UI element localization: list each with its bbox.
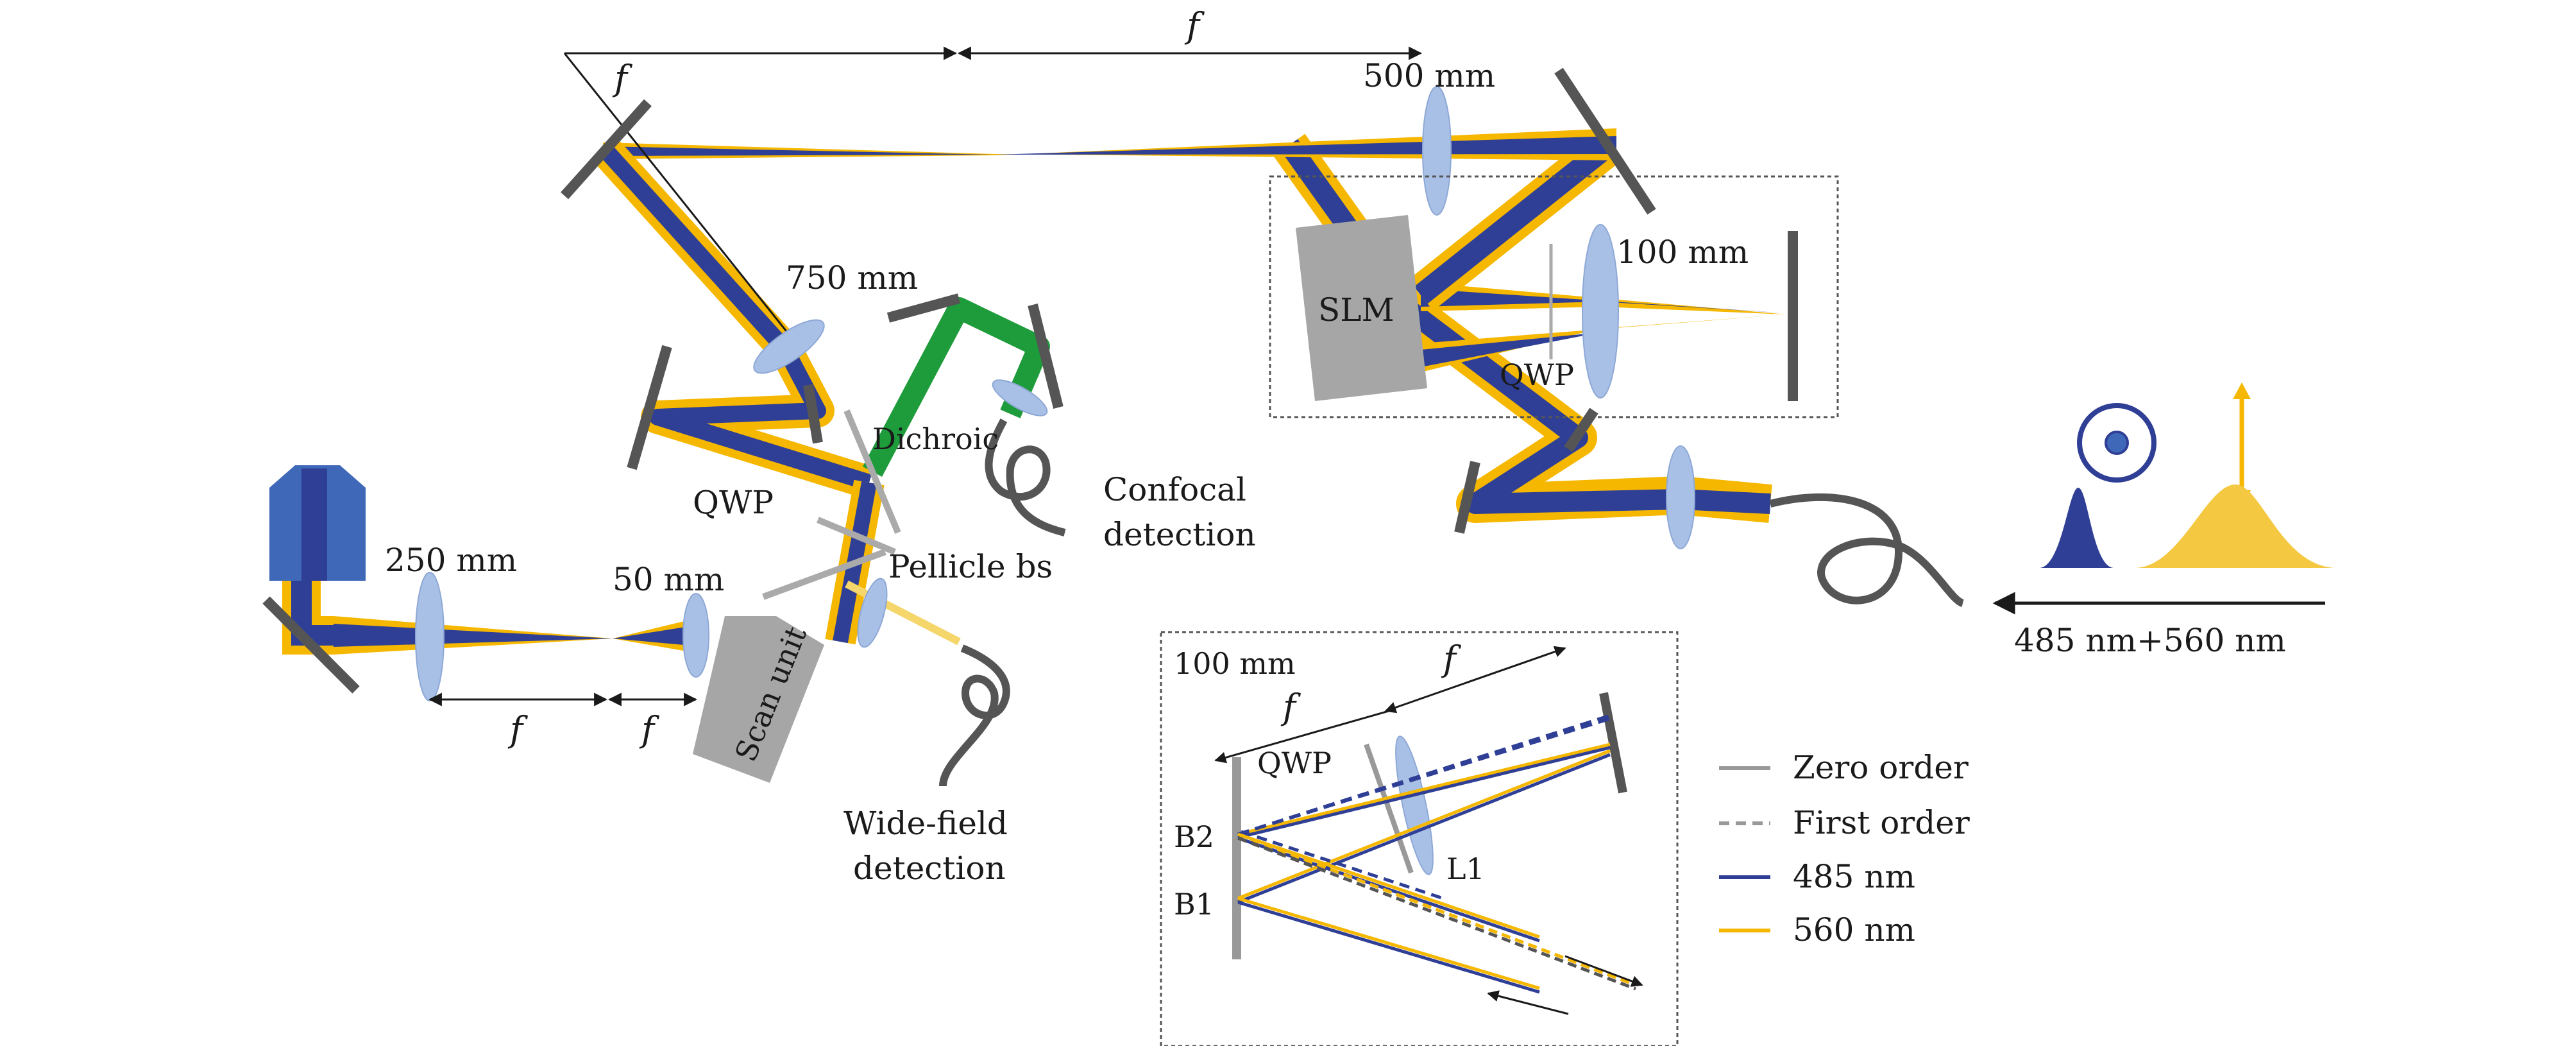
mirror-top-left xyxy=(561,99,652,200)
inset-f-1: f xyxy=(1280,687,1301,727)
inset-b1-label: B1 xyxy=(1174,887,1214,922)
source-wavelength-label: 485 nm+560 nm xyxy=(2014,622,2286,659)
slm-enclosure xyxy=(1269,175,1839,418)
focal-top-label: f xyxy=(1184,5,1205,46)
legend-485-label: 485 nm xyxy=(1793,858,1915,895)
qwp-main-label: QWP xyxy=(693,484,774,521)
inset-qwp-element xyxy=(1364,743,1414,874)
legend-zero-order-label: Zero order xyxy=(1793,749,1969,786)
lens-500mm xyxy=(1422,86,1452,216)
mirror-slm-fold xyxy=(1564,407,1598,452)
inset-qwp-label: QWP xyxy=(1257,746,1332,780)
inset-f-2: f xyxy=(1441,639,1461,679)
fiber-widefield xyxy=(939,644,1010,787)
scan-unit: Scan unit xyxy=(693,616,824,783)
lens-input xyxy=(1666,445,1695,549)
lens-250mm xyxy=(415,572,445,701)
beamsplitters xyxy=(762,244,1553,600)
lens-100mm-label: 100 mm xyxy=(1616,234,1749,271)
widefield-label-line1: Wide-field xyxy=(843,805,1008,842)
inset-b2-label: B2 xyxy=(1174,819,1214,854)
beam-widefield xyxy=(845,580,961,646)
focal-dimensions-bottom: f f xyxy=(428,692,698,750)
mirror-source-fold xyxy=(1454,461,1480,534)
slm-block xyxy=(1296,215,1427,401)
component-labels: 750 mm Dichroic QWP Pellicle bs Confocal… xyxy=(385,259,1256,887)
legend-560-label: 560 nm xyxy=(1793,911,1915,948)
mirror-confocal-1 xyxy=(886,293,961,323)
confocal-label-line2: detection xyxy=(1103,516,1256,553)
fibers xyxy=(939,418,1965,787)
legend-item-560nm: 560 nm xyxy=(1719,911,1915,948)
legend-item-zero-order: Zero order xyxy=(1719,749,1969,786)
inset-lens-label: 100 mm xyxy=(1174,646,1296,681)
inset-l1-label: L1 xyxy=(1446,852,1485,886)
lens-750mm-label: 750 mm xyxy=(786,259,918,296)
widefield-label-line2: detection xyxy=(853,850,1006,887)
spectrum-560 xyxy=(2136,484,2335,568)
focal-bottom-1: f xyxy=(507,709,528,750)
legend: Zero order First order 485 nm 560 nm xyxy=(1719,749,1970,948)
qwp-slm-label: QWP xyxy=(1500,357,1574,392)
beam-down-blue xyxy=(600,145,872,491)
polarization-dot xyxy=(2105,431,2129,455)
spectrum-485 xyxy=(2040,488,2114,568)
focal-bottom-2: f xyxy=(639,709,659,750)
fiber-confocal xyxy=(985,418,1066,536)
mirror-objective xyxy=(262,596,360,694)
lens-widefield xyxy=(857,578,888,648)
dichroic-label: Dichroic xyxy=(872,422,999,456)
legend-item-first-order: First order xyxy=(1719,804,1970,841)
fiber-source xyxy=(1769,493,1965,607)
inset-lens-l1 xyxy=(1395,735,1434,875)
legend-first-order-label: First order xyxy=(1793,804,1970,841)
mirror-top-right xyxy=(1554,67,1656,215)
focal-diagonal-label: f xyxy=(612,58,632,98)
lenses xyxy=(415,86,1695,701)
lens-confocal xyxy=(992,379,1048,416)
lens-100mm xyxy=(1582,224,1619,399)
qwp-main-element xyxy=(817,517,896,555)
lens-250mm-label: 250 mm xyxy=(385,542,517,579)
lens-500mm-label: 500 mm xyxy=(1363,57,1495,94)
objective-lens xyxy=(269,465,366,581)
pellicle-label: Pellicle bs xyxy=(888,548,1053,585)
mirrors xyxy=(262,67,1798,694)
pellicle-element xyxy=(762,549,886,600)
source-block: 485 nm+560 nm xyxy=(1992,382,2335,659)
mirror-confocal-2 xyxy=(1028,304,1063,409)
polarization-circle xyxy=(2077,403,2157,483)
mirror-750-right xyxy=(803,384,823,444)
beam-confocal-green xyxy=(862,297,1050,477)
slm-label: SLM xyxy=(1318,291,1394,329)
lens-750mm xyxy=(753,319,825,374)
beam-top-blue xyxy=(603,136,1616,156)
confocal-label-line1: Confocal xyxy=(1103,471,1246,508)
inset-diagram: 100 mm f f QWP L1 B2 B1 xyxy=(1160,631,1679,1046)
lens-50mm-label: 50 mm xyxy=(613,561,724,598)
inset-mirror-right xyxy=(1599,692,1627,794)
mirror-left-middle xyxy=(627,345,672,470)
inset-frame xyxy=(1160,631,1679,1046)
legend-item-485nm: 485 nm xyxy=(1719,858,1915,895)
dichroic-element xyxy=(843,409,901,534)
lens-50mm xyxy=(682,593,709,678)
beam-slm-to-mirror-blue xyxy=(1414,135,1617,304)
